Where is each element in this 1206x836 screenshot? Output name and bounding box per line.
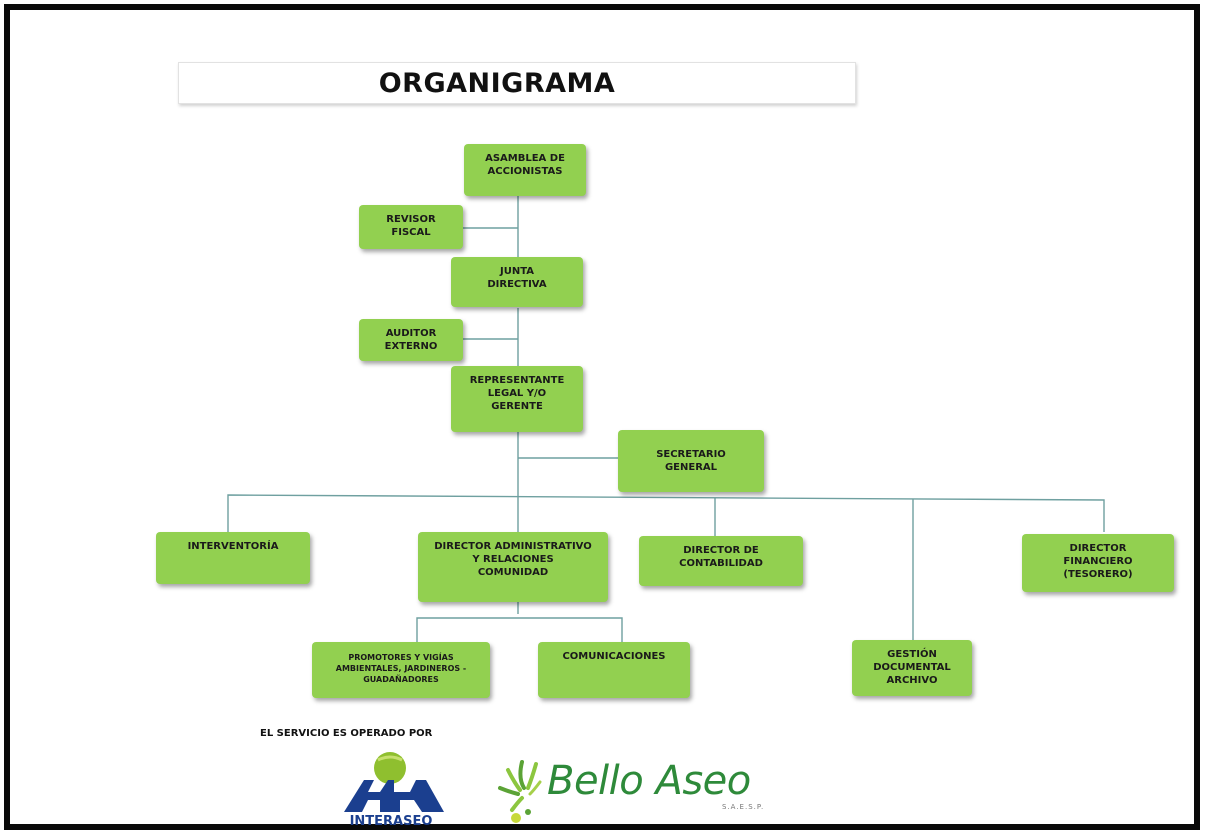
connector-lines xyxy=(227,196,1105,642)
node-auditor-externo: AUDITOR EXTERNO xyxy=(359,319,463,361)
operated-by-text: EL SERVICIO ES OPERADO POR xyxy=(260,728,433,739)
interaseo-globe-icon xyxy=(374,752,406,784)
node-representante-legal: REPRESENTANTE LEGAL Y/O GERENTE xyxy=(451,366,583,432)
node-director-administrativo: DIRECTOR ADMINISTRATIVO Y RELACIONES COM… xyxy=(418,532,608,602)
node-asamblea: ASAMBLEA DE ACCIONISTAS xyxy=(464,144,586,196)
node-secretario-general-label: SECRETARIO GENERAL xyxy=(656,449,726,473)
node-comunicaciones-label: COMUNICACIONES xyxy=(562,651,666,662)
interaseo-wordmark: INTERASEO xyxy=(349,814,433,829)
node-director-contabilidad-label: DIRECTOR DE CONTABILIDAD xyxy=(679,545,763,569)
page-title: ORGANIGRAMA xyxy=(378,67,616,99)
node-interventoria: INTERVENTORÍA xyxy=(156,532,310,584)
node-director-contabilidad: DIRECTOR DE CONTABILIDAD xyxy=(639,536,803,586)
bello-aseo-subtitle: S.A.E.S.P. xyxy=(722,803,765,811)
node-gestion-documental: GESTIÓN DOCUMENTAL ARCHIVO xyxy=(852,640,972,696)
connector-bus xyxy=(227,494,1105,532)
interaseo-mark-icon xyxy=(344,780,444,812)
leaf-burst-icon xyxy=(498,760,542,823)
node-director-financiero-label: DIRECTOR FINANCIERO (TESORERO) xyxy=(1063,543,1133,580)
node-revisor-fiscal: REVISOR FISCAL xyxy=(359,205,463,249)
node-junta-directiva: JUNTA DIRECTIVA xyxy=(451,257,583,307)
node-auditor-externo-label: AUDITOR EXTERNO xyxy=(384,328,438,352)
node-secretario-general: SECRETARIO GENERAL xyxy=(618,430,764,492)
bello-aseo-wordmark: Bello Aseo xyxy=(547,758,751,804)
node-representante-legal-label: REPRESENTANTE LEGAL Y/O GERENTE xyxy=(469,375,565,412)
connector-admin-children xyxy=(416,617,623,642)
node-director-administrativo-label: DIRECTOR ADMINISTRATIVO Y RELACIONES COM… xyxy=(434,541,592,578)
organigram-frame: ORGANIGRAMA ASAMBLEA DE ACCIONISTAS REVI… xyxy=(4,4,1200,830)
node-interventoria-label: INTERVENTORÍA xyxy=(187,541,279,552)
node-revisor-fiscal-label: REVISOR FISCAL xyxy=(386,214,436,238)
node-director-financiero: DIRECTOR FINANCIERO (TESORERO) xyxy=(1022,534,1174,592)
node-gestion-documental-label: GESTIÓN DOCUMENTAL ARCHIVO xyxy=(873,649,951,686)
node-promotores-label: PROMOTORES Y VIGÍAS AMBIENTALES, JARDINE… xyxy=(335,653,467,684)
title-box: ORGANIGRAMA xyxy=(178,62,856,104)
interaseo-logo xyxy=(344,752,444,812)
node-junta-directiva-label: JUNTA DIRECTIVA xyxy=(487,266,547,290)
bello-aseo-logo xyxy=(498,760,542,823)
node-promotores: PROMOTORES Y VIGÍAS AMBIENTALES, JARDINE… xyxy=(312,642,490,698)
node-asamblea-label: ASAMBLEA DE ACCIONISTAS xyxy=(485,153,565,177)
node-comunicaciones: COMUNICACIONES xyxy=(538,642,690,698)
